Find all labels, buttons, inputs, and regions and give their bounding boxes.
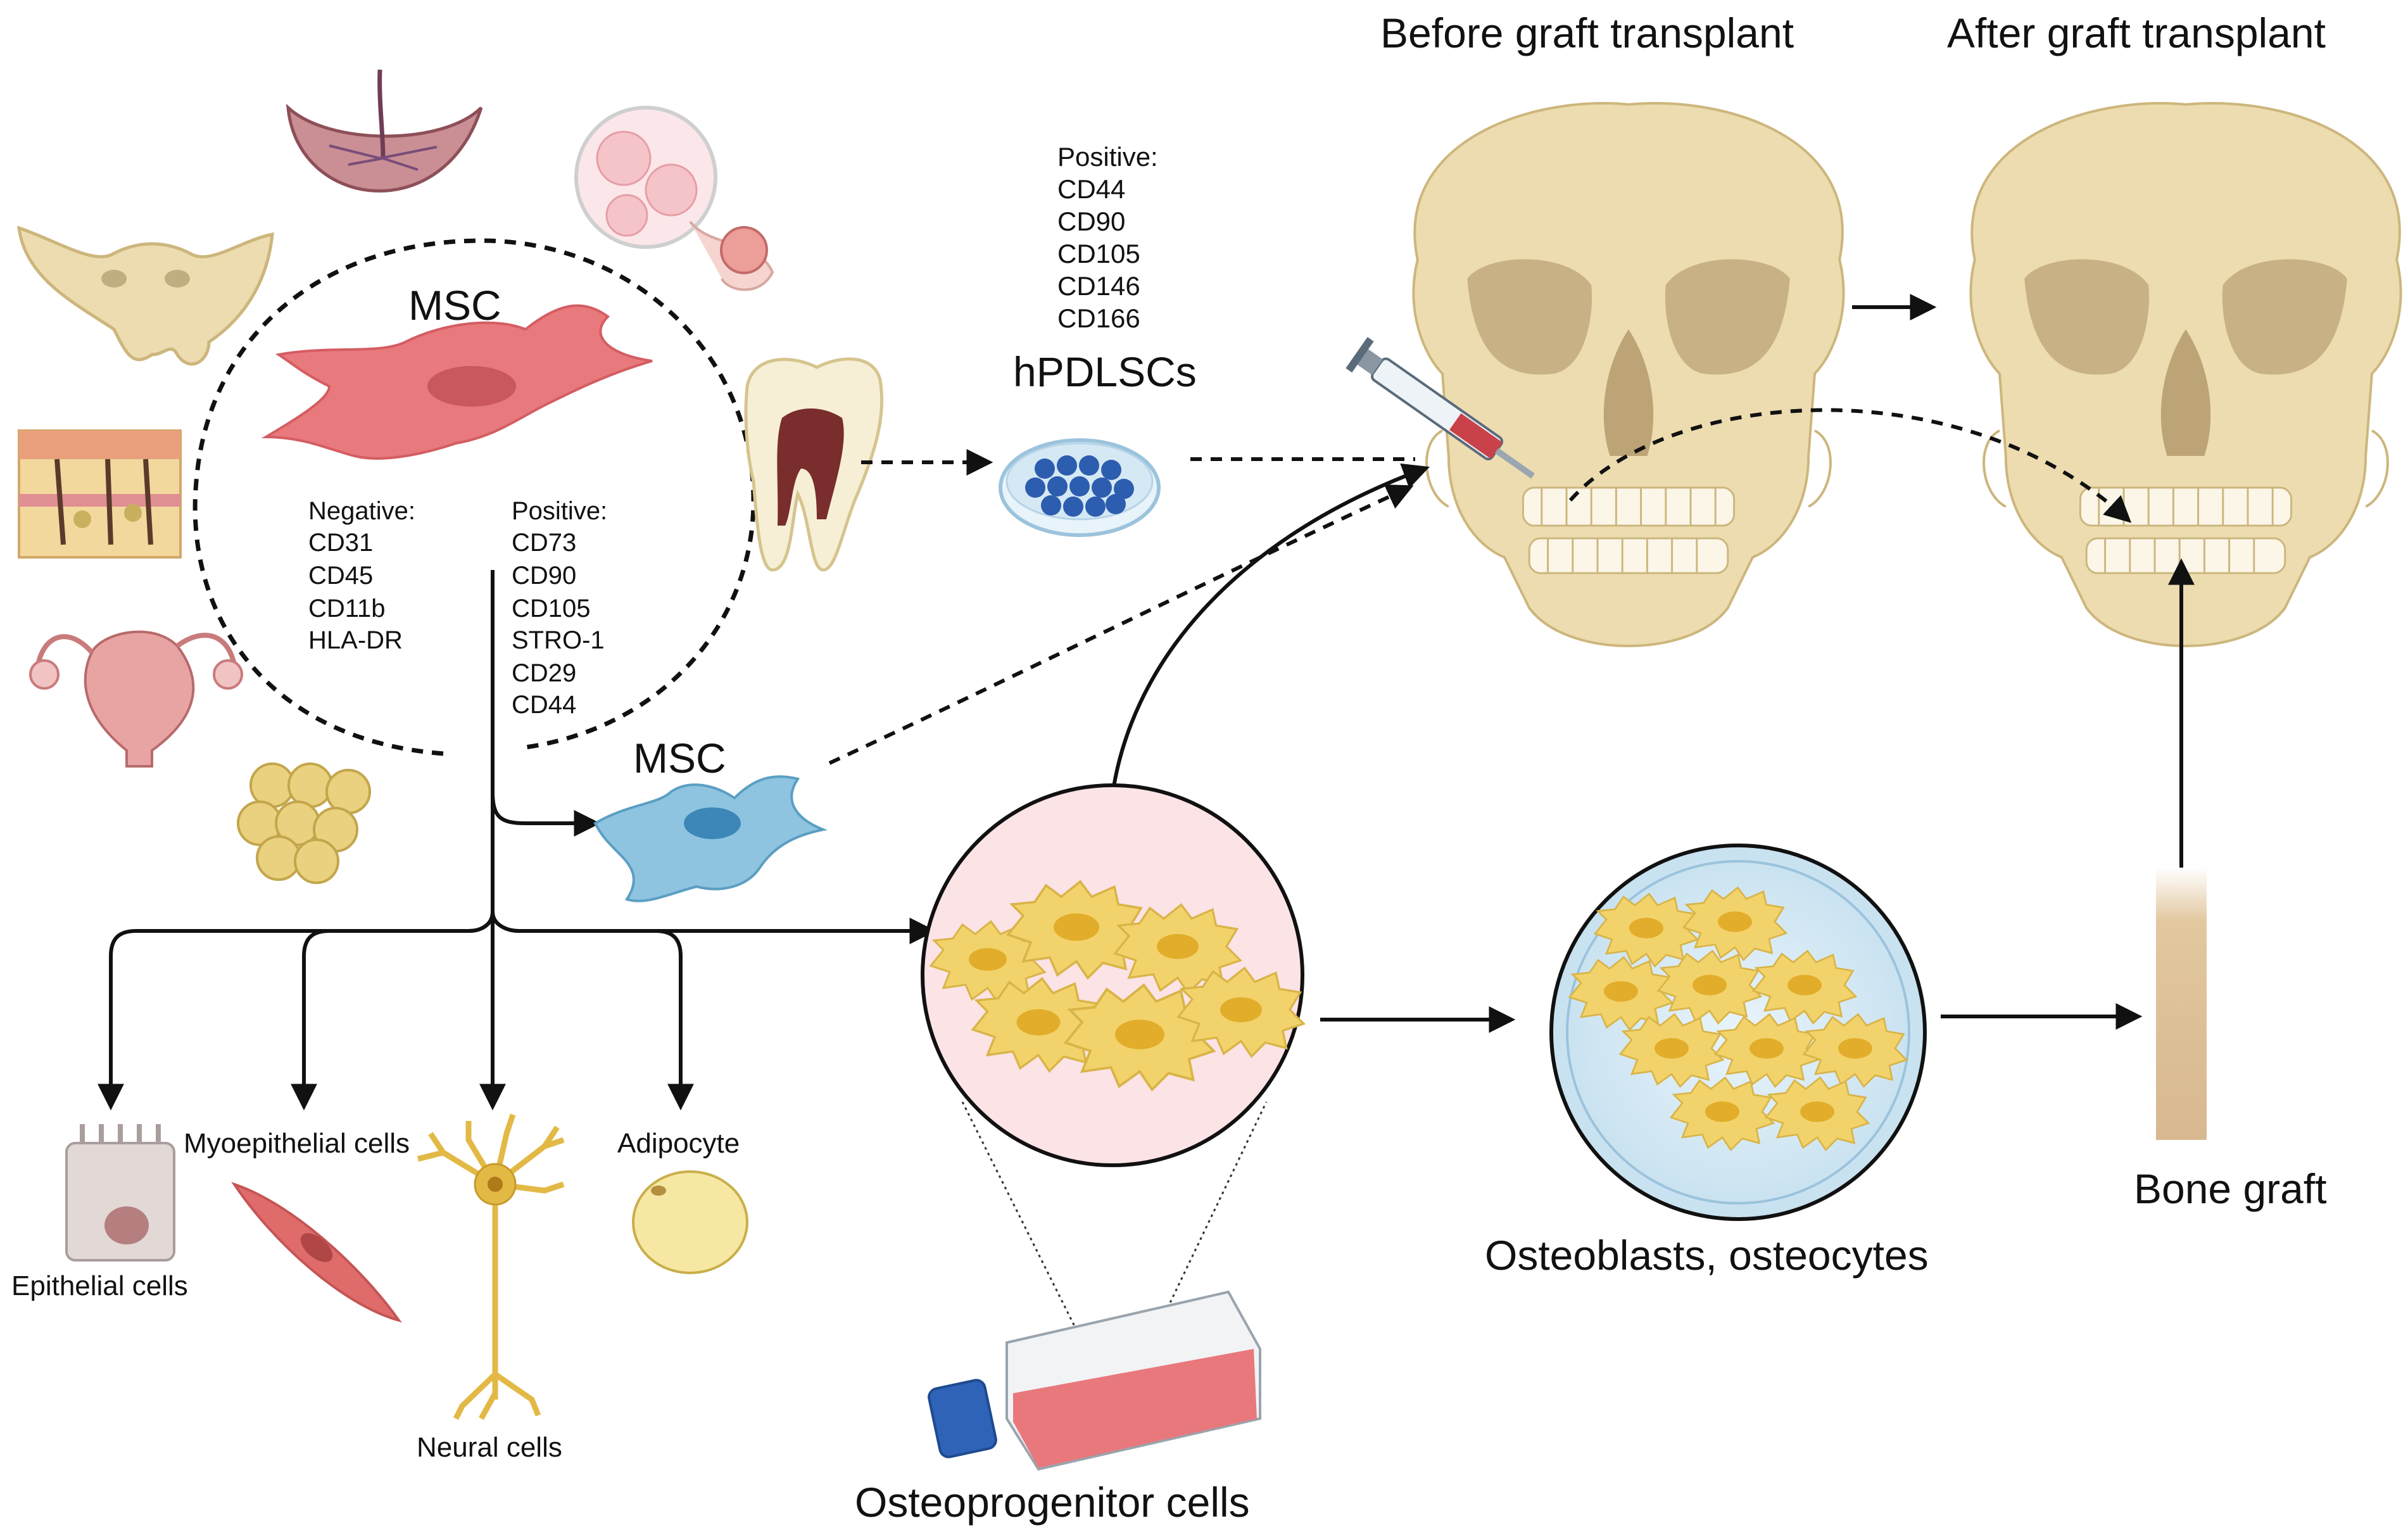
hpdlsc-positive-markers: Positive: CD44 CD90 CD105 CD146 CD166 [1057, 142, 1158, 333]
msc-blue-cell [593, 775, 828, 902]
graft-placement-dashed-arrow [1568, 408, 2132, 523]
osteoprogenitor-label: Osteoprogenitor cells [855, 1479, 1250, 1526]
skull-after-icon [1969, 102, 2402, 648]
myoepithelial-label: Myoepithelial cells [184, 1128, 410, 1159]
hpdlsc-marker: CD105 [1057, 239, 1140, 269]
osteoblasts-label: Osteoblasts, osteocytes [1485, 1232, 1929, 1279]
negative-marker: HLA-DR [308, 626, 403, 654]
skull-before-icon [1412, 102, 1845, 648]
negative-marker: CD31 [308, 529, 373, 557]
fat-tissue-icon [237, 762, 371, 884]
positive-marker: STRO-1 [512, 626, 605, 654]
hpdlsc-positive-title: Positive: [1057, 142, 1158, 172]
culture-flask-icon [928, 1290, 1261, 1471]
tooth-icon [744, 357, 884, 572]
skin-icon [18, 429, 182, 559]
uterus-icon [29, 630, 243, 768]
osteoprogenitor-to-skull-arrow [1109, 463, 1430, 805]
msc-main-label: MSC [408, 282, 501, 329]
embryo-icon [574, 106, 774, 291]
neural-label: Neural cells [417, 1432, 562, 1463]
negative-marker: CD45 [308, 562, 373, 590]
positive-title: Positive: [512, 497, 607, 525]
negative-marker: CD11b [308, 595, 386, 623]
petri-dish-icon [999, 438, 1161, 537]
myoepithelial-cell-icon [231, 1182, 402, 1323]
positive-marker: CD90 [512, 562, 576, 590]
neural-cell-icon [417, 1113, 565, 1420]
placenta-icon [286, 69, 483, 193]
msc-blue-label: MSC [633, 735, 726, 781]
positive-marker: CD73 [512, 529, 576, 557]
before-graft-label: Before graft transplant [1380, 9, 1794, 56]
hpdlsc-marker: CD90 [1057, 206, 1125, 236]
msc-to-skull-dashed-arrow [828, 484, 1414, 765]
msc-positive-markers: Positive: CD73 CD90 CD105 STRO-1 CD29 CD… [512, 497, 607, 719]
adipocyte-icon [632, 1170, 748, 1274]
hpdlsc-marker: CD166 [1057, 303, 1140, 333]
positive-marker: CD29 [512, 659, 576, 687]
positive-marker: CD105 [512, 595, 591, 623]
bone-graft-label: Bone graft [2134, 1165, 2327, 1212]
msc-negative-markers: Negative: CD31 CD45 CD11b HLA-DR [308, 497, 415, 654]
osteoprogenitor-circle [921, 783, 1305, 1167]
differentiation-arrows [98, 570, 936, 1111]
zoom-lines [961, 1101, 1268, 1415]
msc-dashed-circle [192, 238, 756, 756]
epithelial-cell-icon [65, 1124, 175, 1262]
hpdlsc-marker: CD44 [1057, 174, 1125, 204]
epithelial-label: Epithelial cells [11, 1270, 188, 1301]
after-graft-label: After graft transplant [1947, 9, 2326, 56]
pelvis-icon [17, 225, 274, 366]
positive-marker: CD44 [512, 691, 576, 719]
hpdlsc-marker: CD146 [1057, 271, 1140, 301]
adipocyte-label: Adipocyte [617, 1128, 740, 1159]
osteoblasts-dish [1549, 844, 1927, 1221]
hpdlscs-label: hPDLSCs [1013, 348, 1197, 395]
bone-graft-icon [2156, 868, 2207, 1140]
negative-title: Negative: [308, 497, 415, 525]
syringe-icon [1346, 337, 1535, 479]
msc-cell [261, 304, 653, 460]
